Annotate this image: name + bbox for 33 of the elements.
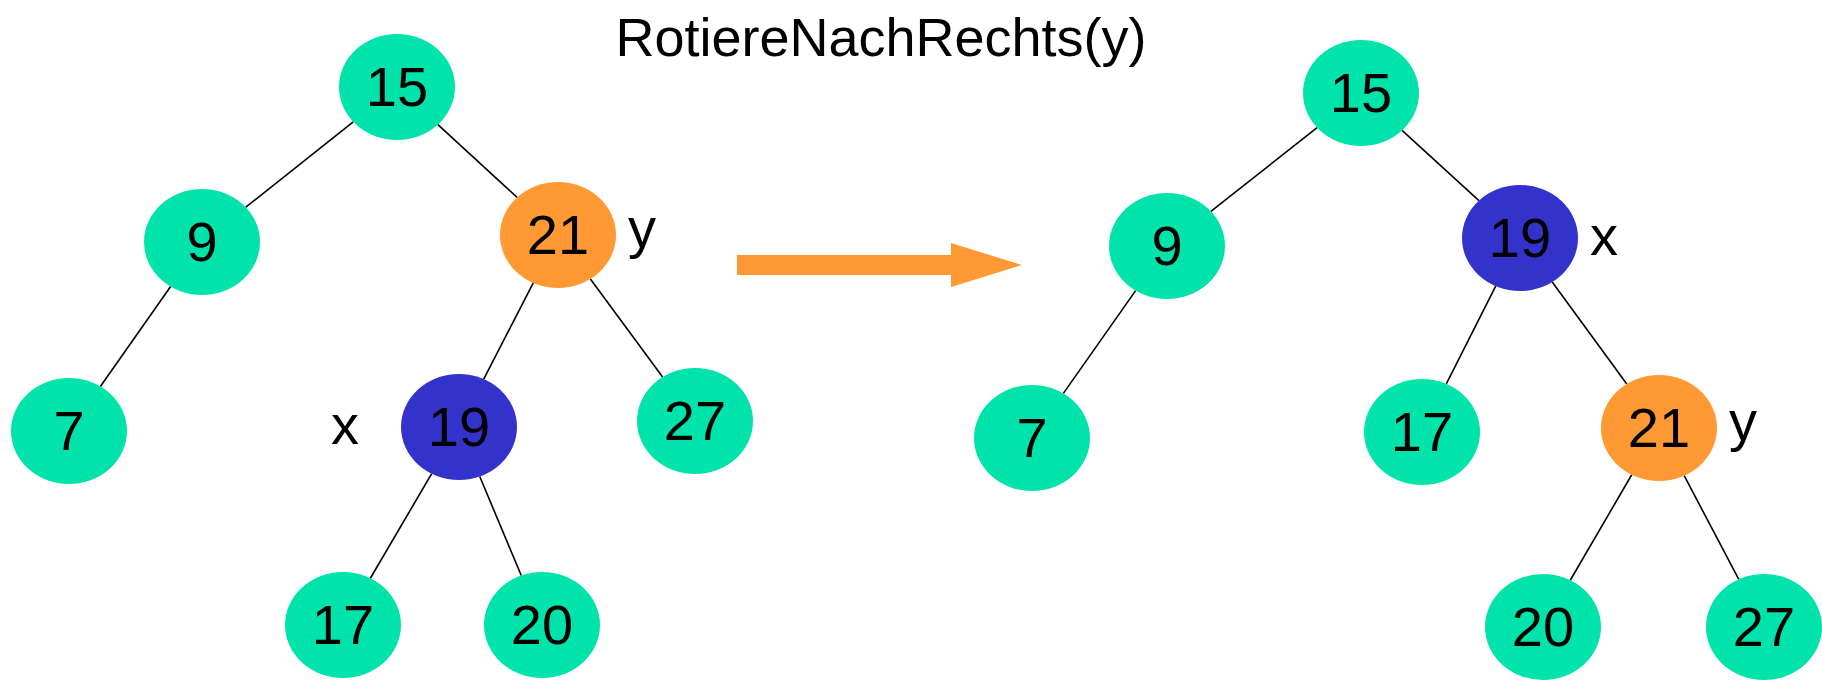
node-value: 20 xyxy=(1511,599,1575,655)
tree-edge xyxy=(99,285,172,388)
tree-edge xyxy=(369,472,433,580)
node-value: 15 xyxy=(1329,65,1393,121)
tree-edge xyxy=(1210,126,1318,213)
node-value: 7 xyxy=(53,403,85,459)
node-value: 17 xyxy=(311,597,375,653)
tree-edge xyxy=(244,121,355,208)
diagram-title: RotiereNachRechts(y) xyxy=(615,8,1147,68)
node-value: 27 xyxy=(663,393,727,449)
tree-edge xyxy=(1551,281,1628,385)
node-value: 21 xyxy=(526,207,590,263)
node-value: 17 xyxy=(1390,404,1454,460)
node-value: 9 xyxy=(1151,218,1183,274)
tree-edge xyxy=(437,123,518,199)
tree-edge xyxy=(1062,289,1137,395)
tree-edge xyxy=(1683,474,1740,581)
tree-edge xyxy=(478,475,523,577)
node-value: 15 xyxy=(365,59,429,115)
node-value: 9 xyxy=(186,214,218,270)
node-value: 20 xyxy=(510,597,574,653)
tree-edge xyxy=(1569,473,1633,581)
node-value: 7 xyxy=(1016,410,1048,466)
tree-edge xyxy=(482,282,535,380)
tree-edge xyxy=(589,278,664,378)
node-value: 19 xyxy=(427,399,491,455)
tree-edge xyxy=(1401,129,1480,202)
variable-label: x xyxy=(1590,208,1618,264)
node-value: 27 xyxy=(1732,599,1796,655)
node-value: 21 xyxy=(1627,400,1691,456)
variable-label: x xyxy=(331,397,359,453)
node-value: 19 xyxy=(1488,210,1552,266)
tree-edge xyxy=(1445,285,1497,385)
